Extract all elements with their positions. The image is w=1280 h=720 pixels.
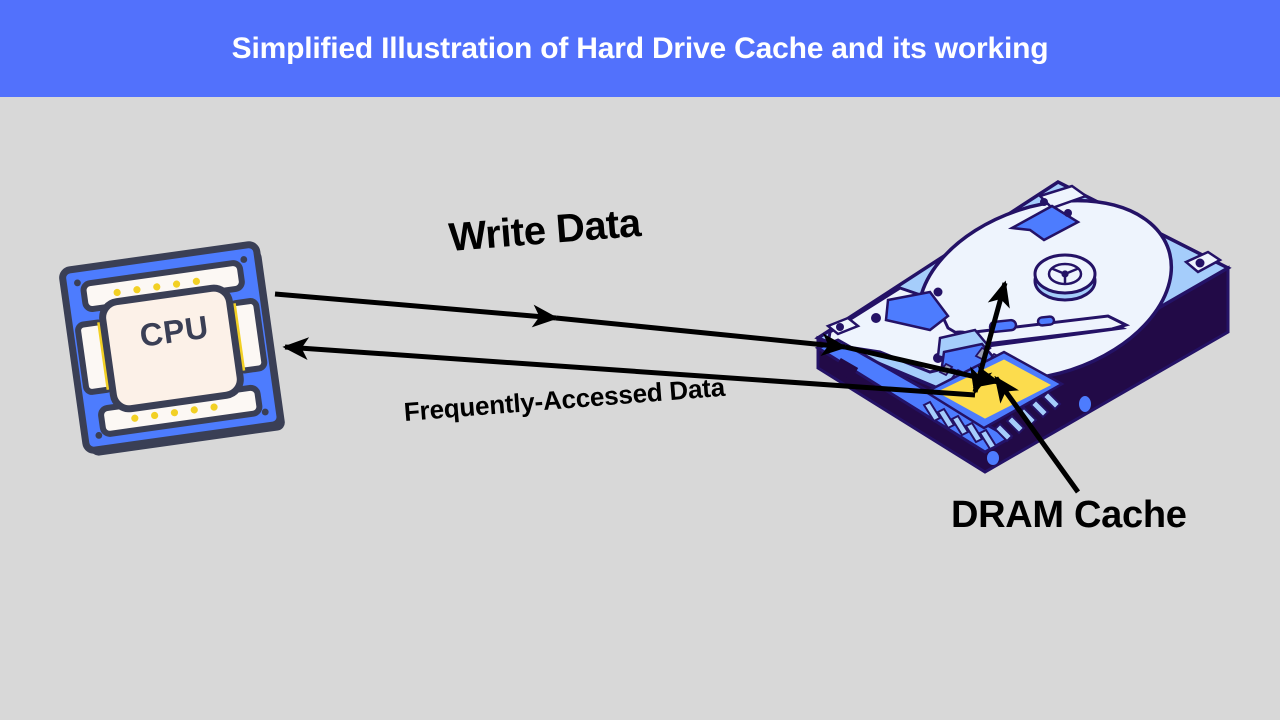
arrow-layer [274,280,1081,494]
write-data-arrow-tail [555,315,848,357]
cpu-illustration [59,241,285,456]
dram-cache-label: DRAM Cache [951,494,1187,536]
dram-cache-callout [993,375,1081,494]
hard-drive-illustration [814,179,1232,474]
read-data-arrow [282,337,976,398]
cache-platter-arrow [970,280,1010,395]
spindle-hub [1033,253,1097,302]
page-title: Simplified Illustration of Hard Drive Ca… [231,31,1049,65]
header-banner: Simplified Illustration of Hard Drive Ca… [0,0,1280,97]
write-data-arrow [274,291,559,328]
